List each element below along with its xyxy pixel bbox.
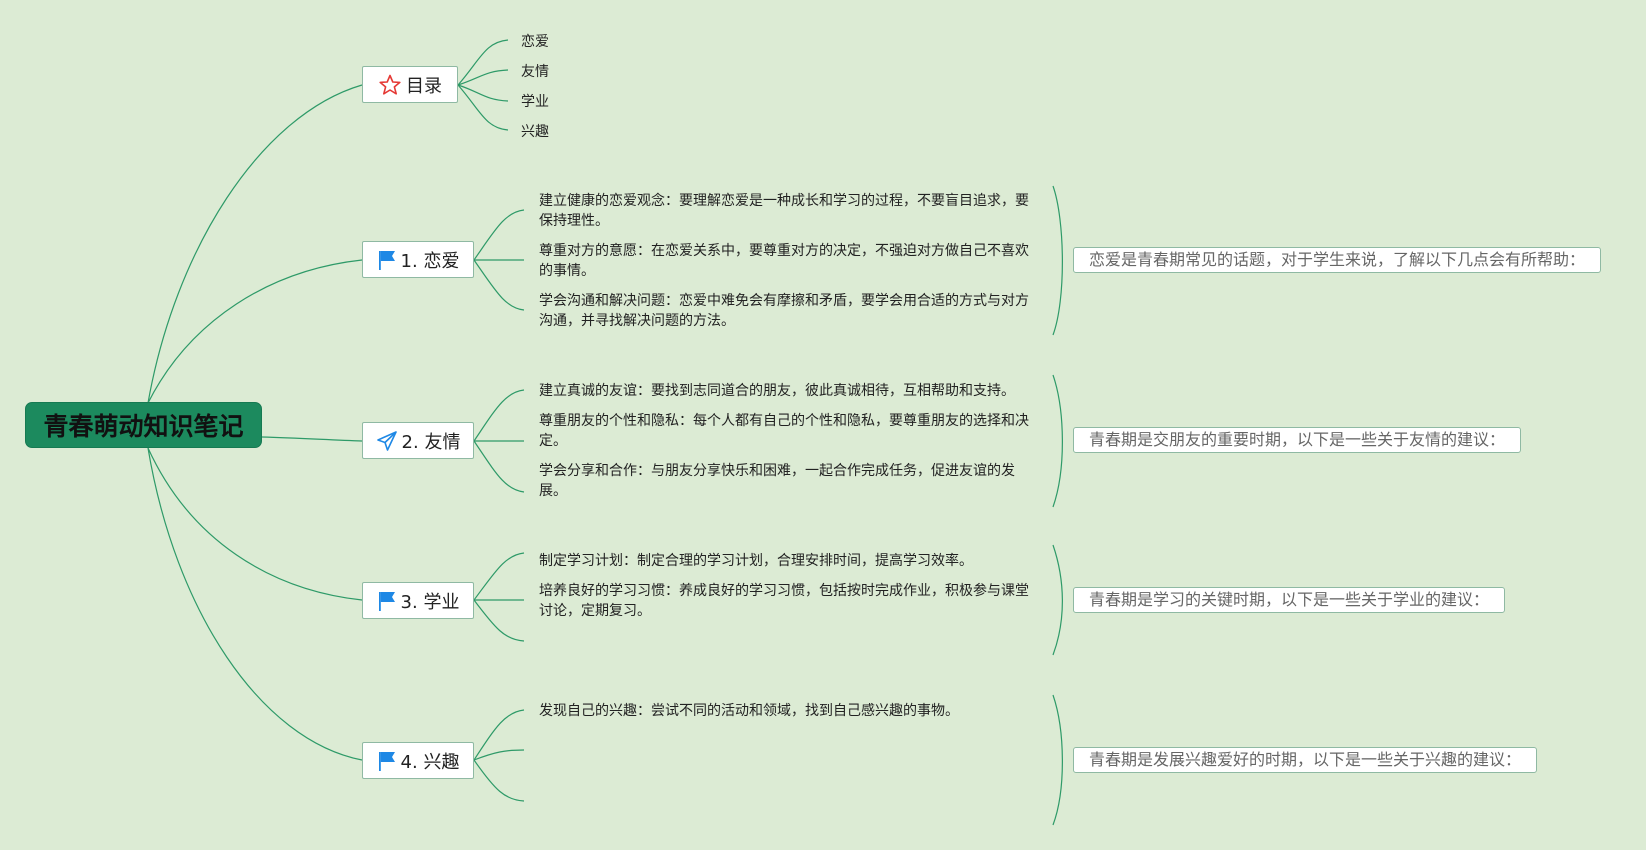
summary-section-2[interactable]: 青春期是交朋友的重要时期，以下是一些关于友情的建议： xyxy=(1073,427,1522,453)
leaf-item[interactable]: 学会沟通和解决问题：恋爱中难免会有摩擦和矛盾，要学会用合适的方式与对方沟通，并寻… xyxy=(539,293,1029,329)
flag-icon xyxy=(378,751,395,771)
leaf-item[interactable]: 发现自己的兴趣：尝试不同的活动和领域，找到自己感兴趣的事物。 xyxy=(539,703,959,719)
branch-section-3-label: 3. 学业 xyxy=(400,591,460,613)
branch-section-2-label: 2. 友情 xyxy=(401,431,461,453)
branch-section-3[interactable]: 3. 学业 xyxy=(362,582,474,619)
branch-toc[interactable]: 目录 xyxy=(362,66,458,103)
summary-section-4[interactable]: 青春期是发展兴趣爱好的时期，以下是一些关于兴趣的建议： xyxy=(1073,747,1538,773)
summary-section-1[interactable]: 恋爱是青春期常见的话题，对于学生来说，了解以下几点会有所帮助： xyxy=(1073,247,1602,273)
leaf-item[interactable]: 培养良好的学习习惯：养成良好的学习习惯，包括按时完成作业，积极参与课堂讨论，定期… xyxy=(539,583,1029,619)
root-topic[interactable]: 青春萌动知识笔记 xyxy=(25,402,262,448)
toc-item[interactable]: 恋爱 xyxy=(521,34,549,50)
leaf-item[interactable]: 尊重朋友的个性和隐私：每个人都有自己的个性和隐私，要尊重朋友的选择和决定。 xyxy=(539,413,1029,449)
leaf-item[interactable]: 学会分享和合作：与朋友分享快乐和困难，一起合作完成任务，促进友谊的发展。 xyxy=(539,463,1015,499)
branch-toc-label: 目录 xyxy=(406,75,442,97)
branch-section-4-label: 4. 兴趣 xyxy=(400,751,460,773)
branch-section-1-label: 1. 恋爱 xyxy=(400,250,460,272)
leaf-item[interactable]: 尊重对方的意愿：在恋爱关系中，要尊重对方的决定，不强迫对方做自己不喜欢的事情。 xyxy=(539,243,1029,279)
toc-item[interactable]: 兴趣 xyxy=(521,124,549,140)
branch-section-2[interactable]: 2. 友情 xyxy=(362,422,474,459)
branch-section-4[interactable]: 4. 兴趣 xyxy=(362,742,474,779)
leaf-item[interactable]: 建立健康的恋爱观念：要理解恋爱是一种成长和学习的过程，不要盲目追求，要保持理性。 xyxy=(539,193,1029,229)
leaf-item[interactable]: 制定学习计划：制定合理的学习计划，合理安排时间，提高学习效率。 xyxy=(539,553,973,569)
paper-plane-icon xyxy=(376,430,397,451)
toc-item[interactable]: 友情 xyxy=(521,64,549,80)
star-icon xyxy=(379,74,401,95)
leaf-item[interactable]: 建立真诚的友谊：要找到志同道合的朋友，彼此真诚相待，互相帮助和支持。 xyxy=(539,383,1015,399)
summary-section-3[interactable]: 青春期是学习的关键时期，以下是一些关于学业的建议： xyxy=(1073,587,1506,613)
root-title: 青春萌动知识笔记 xyxy=(43,412,244,441)
flag-icon xyxy=(378,250,395,270)
flag-icon xyxy=(378,591,395,611)
branch-section-1[interactable]: 1. 恋爱 xyxy=(362,241,474,278)
toc-item[interactable]: 学业 xyxy=(521,94,549,110)
